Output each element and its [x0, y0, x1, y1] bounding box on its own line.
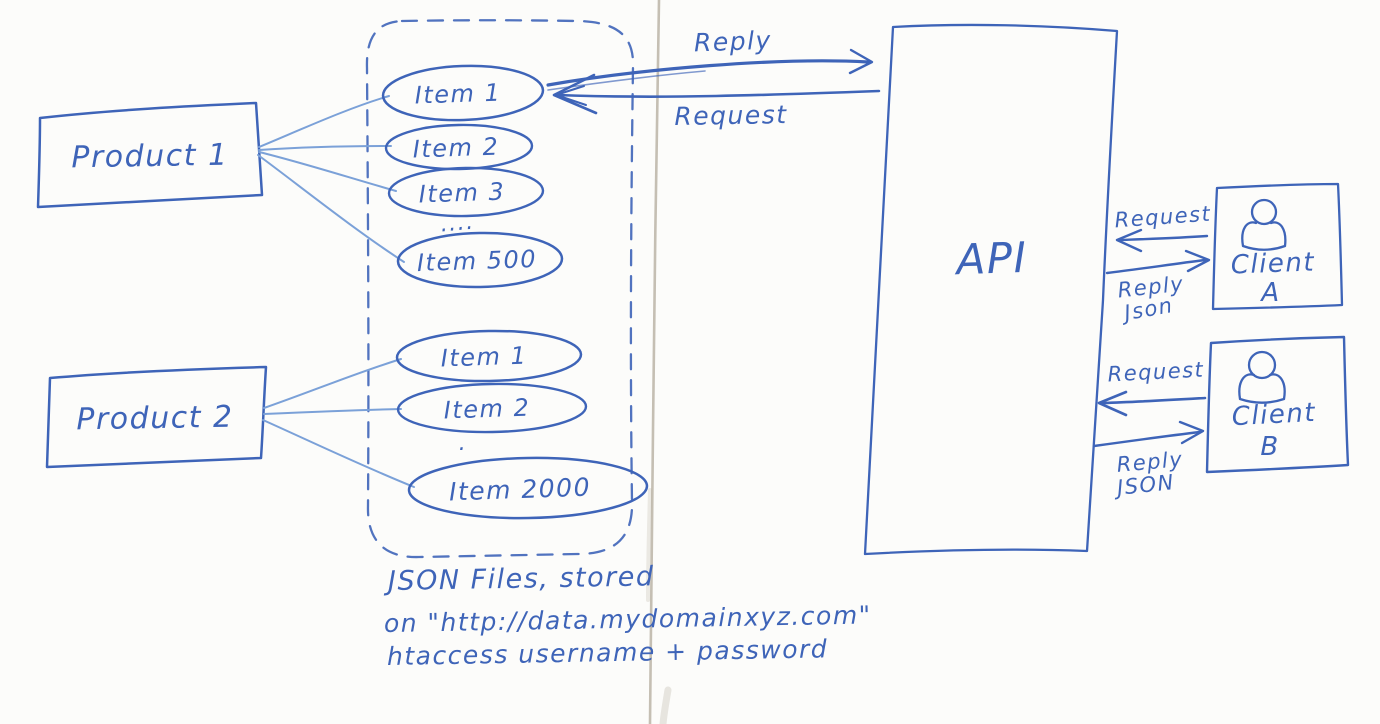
- client-b-reply-label: Reply: [1116, 447, 1184, 477]
- product-2-items: Item 1 Item 2 . Item 2000: [395, 329, 649, 520]
- caption-line-1: JSON Files, stored: [383, 561, 655, 597]
- item-node: Item 3: [387, 166, 545, 218]
- client-a-node: Client A: [1211, 182, 1344, 311]
- arrowhead-right-icon: [848, 48, 874, 75]
- item-tick-mark: .: [459, 431, 468, 456]
- person-icon: [1241, 198, 1287, 251]
- person-icon: [1238, 350, 1286, 404]
- client-a-label: Client: [1230, 248, 1315, 281]
- arrowhead-left-icon: [1115, 228, 1143, 253]
- request-arrow: Request: [552, 73, 881, 131]
- paper-fold-line: [646, 0, 672, 724]
- arrowhead-left-icon: [1097, 390, 1128, 417]
- api-label: API: [953, 233, 1029, 285]
- client-b-letter: B: [1260, 432, 1279, 462]
- client-b-reply-arrow: Reply JSON: [1092, 420, 1205, 500]
- client-b-label: Client: [1231, 398, 1317, 432]
- product-1-label: Product 1: [71, 138, 229, 176]
- api-node: API: [863, 23, 1119, 556]
- arrowhead-right-icon: [1184, 249, 1211, 273]
- client-b-node: Client B: [1205, 335, 1350, 474]
- item-label: Item 2000: [449, 473, 592, 507]
- item-node: Item 2: [396, 382, 588, 434]
- client-b-request-arrow: Request: [1097, 357, 1207, 417]
- arrowhead-left-icon: [552, 73, 598, 115]
- json-files-container: [365, 19, 635, 559]
- product-1-item-connectors: [257, 95, 405, 263]
- request-arrow-label: Request: [674, 100, 788, 131]
- arrowhead-right-icon: [1178, 420, 1205, 445]
- item-node: Item 1: [395, 329, 583, 383]
- client-b-request-label: Request: [1107, 357, 1205, 386]
- reply-arrow-label: Reply: [693, 26, 772, 58]
- product-2-node: Product 2: [45, 365, 268, 469]
- item-node: Item 1: [381, 64, 545, 122]
- item-label: Item 3: [418, 177, 505, 208]
- item-label: Item 500: [416, 245, 537, 277]
- item-label: Item 2: [443, 393, 530, 424]
- product-1-items: Item 1 Item 2 Item 3 .... Item 500: [381, 64, 564, 289]
- product-2-item-connectors: [262, 358, 415, 488]
- item-node: Item 500: [396, 231, 564, 289]
- item-label: Item 1: [440, 341, 527, 372]
- item-node: Item 2: [384, 123, 534, 171]
- item-node: Item 2000: [407, 456, 649, 520]
- client-a-letter: A: [1259, 278, 1280, 308]
- product-2-label: Product 2: [76, 400, 234, 438]
- product-1-node: Product 1: [36, 101, 264, 209]
- item-label: Item 2: [412, 132, 499, 163]
- item-label: Item 1: [414, 78, 501, 109]
